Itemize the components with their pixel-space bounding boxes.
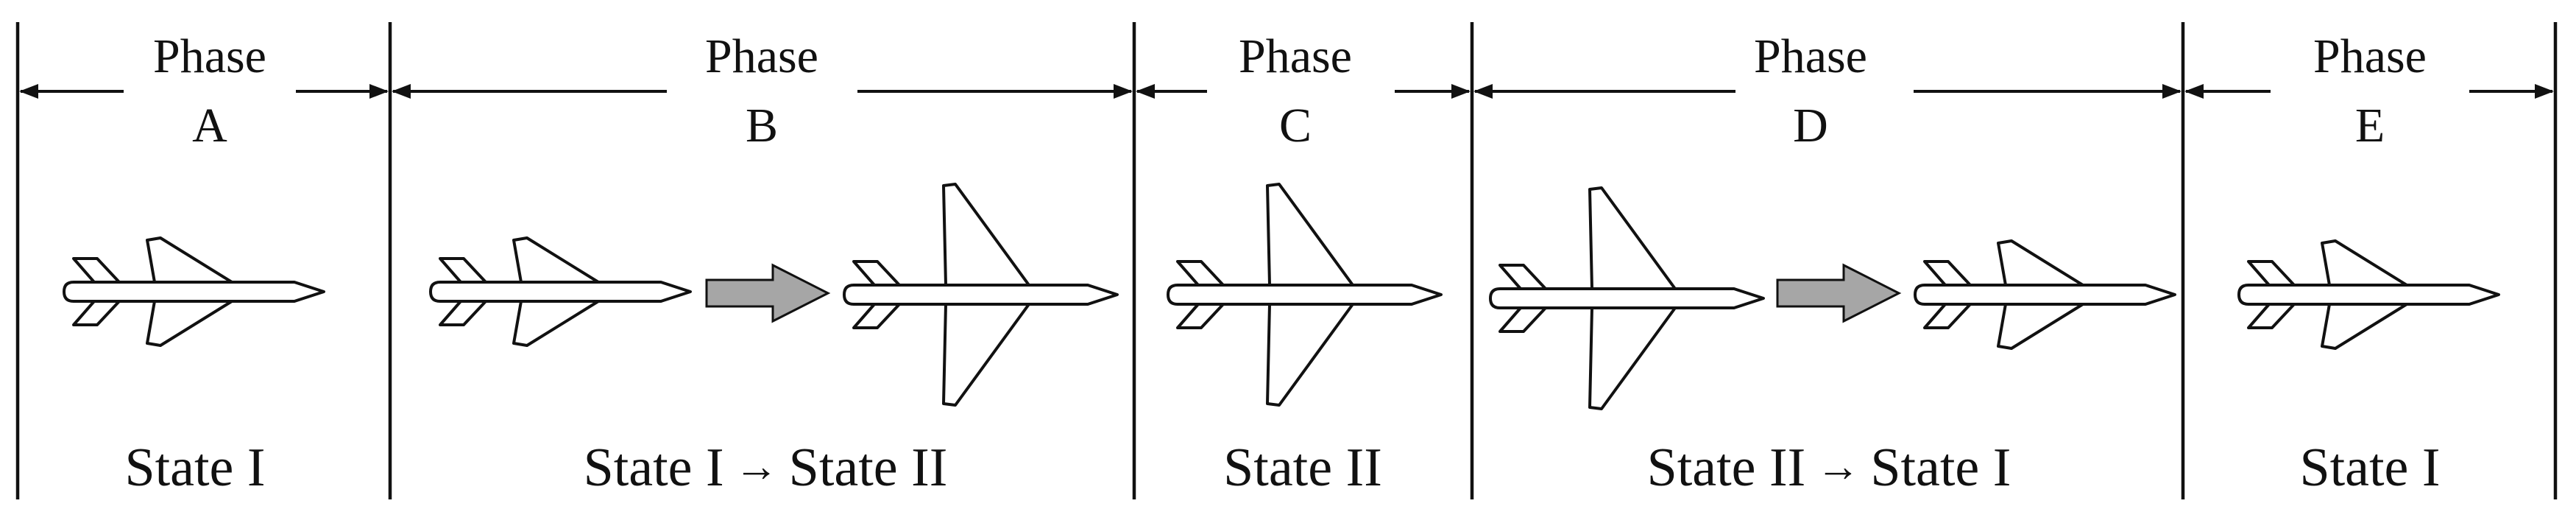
state-from: State II (1646, 438, 1806, 498)
dimension-lines (19, 84, 2554, 99)
transition-arrow-icon (705, 263, 831, 323)
swept-wing-aircraft-icon (429, 236, 692, 347)
arrowhead-icon (2162, 84, 2182, 99)
phase-e-letter: E (2354, 99, 2385, 152)
phase-e-title: Phase (2313, 29, 2427, 83)
extended-wing-aircraft-icon (1489, 186, 1765, 410)
swept-wing-aircraft-icon (2237, 239, 2500, 350)
phase-a-letter: A (192, 99, 227, 152)
transition-arrows (705, 263, 1902, 323)
right-arrow-icon: → (734, 442, 779, 491)
arrowhead-icon (392, 84, 411, 99)
phase-a-state: State I (124, 438, 266, 498)
state-from: State I (583, 438, 724, 498)
extended-wing-aircraft-icon (1167, 183, 1443, 407)
phase-d-title: Phase (1754, 29, 1867, 83)
arrowhead-icon (369, 84, 389, 99)
arrowhead-icon (1136, 84, 1155, 99)
phase-a-title: Phase (153, 29, 266, 83)
phase-b-state: State I→State II (412, 440, 1119, 495)
arrowhead-icon (19, 84, 38, 99)
phase-boundaries (15, 22, 2558, 499)
extended-wing-aircraft-icon (843, 183, 1119, 407)
swept-wing-aircraft-icon (63, 236, 325, 347)
phase-c-state: State II (1223, 438, 1382, 498)
right-arrow-icon: → (1816, 442, 1861, 491)
phase-c-title: Phase (1239, 29, 1352, 83)
arrowhead-icon (2535, 84, 2554, 99)
swept-wing-aircraft-icon (1914, 239, 2176, 350)
arrowhead-icon (1451, 84, 1471, 99)
transition-arrow-icon (1776, 263, 1902, 323)
phase-e-state: State I (2299, 438, 2441, 498)
arrowhead-icon (2184, 84, 2204, 99)
phase-d-state: State II→State I (1487, 440, 2171, 495)
aircraft-group (63, 183, 2500, 410)
phase-d-letter: D (1793, 99, 1828, 152)
phase-b-title: Phase (705, 29, 818, 83)
phase-b-letter: B (745, 99, 779, 152)
arrowhead-icon (1114, 84, 1133, 99)
state-to: State II (788, 438, 948, 498)
arrowhead-icon (1473, 84, 1493, 99)
phase-c-letter: C (1278, 99, 1312, 152)
state-to: State I (1870, 438, 2011, 498)
